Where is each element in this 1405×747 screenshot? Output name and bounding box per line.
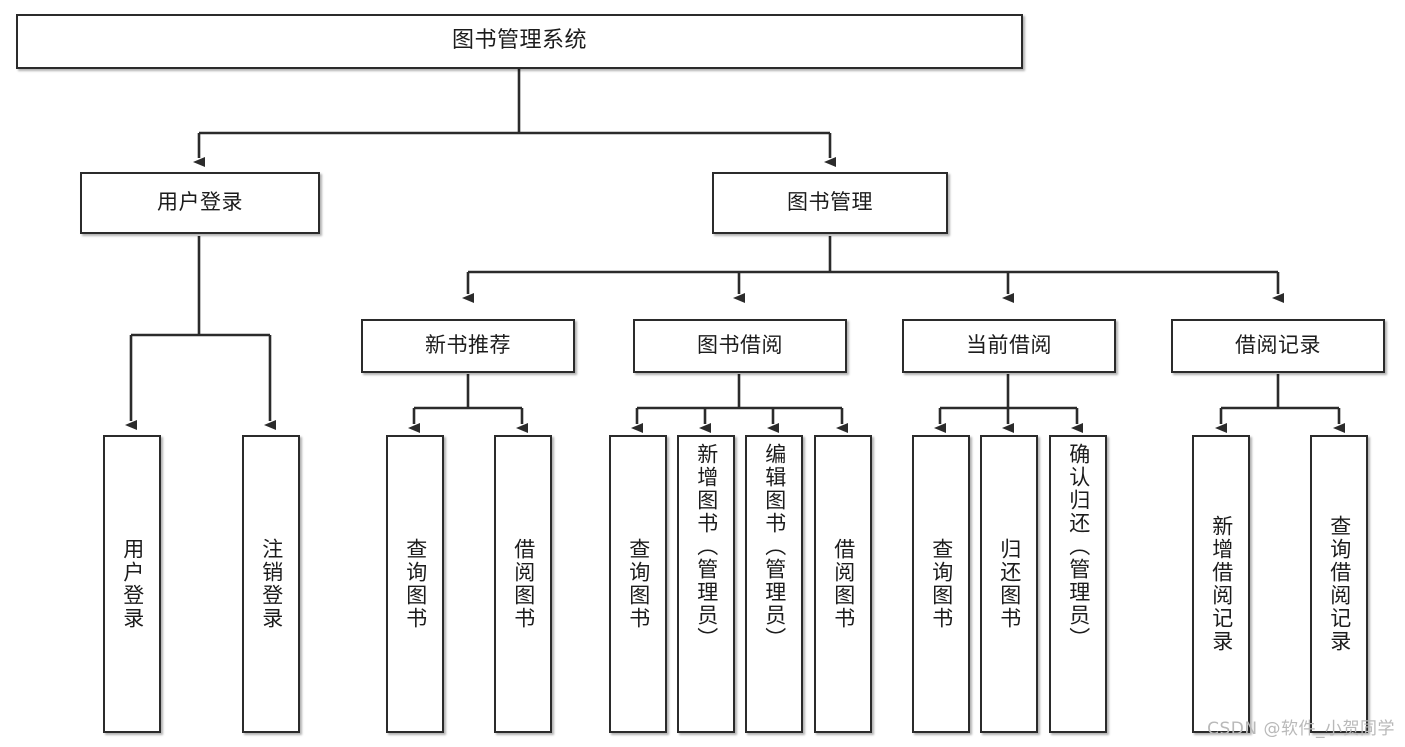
- node-label: 用户登录: [157, 190, 243, 215]
- node-label: 图书管理: [787, 190, 873, 215]
- node-borrow-record[interactable]: 借阅记录: [1171, 319, 1385, 373]
- node-book-borrow[interactable]: 图书借阅: [633, 319, 847, 373]
- node-leaf-add-book-admin[interactable]: 新增图书（管理员）: [677, 435, 735, 733]
- node-leaf-query-book-3[interactable]: 查询图书: [912, 435, 970, 733]
- node-leaf-user-login[interactable]: 用户登录: [103, 435, 161, 733]
- node-user-login[interactable]: 用户登录: [80, 172, 320, 234]
- node-leaf-confirm-return-admin[interactable]: 确认归还（管理员）: [1049, 435, 1107, 733]
- node-label: 图书借阅: [697, 333, 783, 358]
- node-leaf-add-borrow-record[interactable]: 新增借阅记录: [1192, 435, 1250, 733]
- node-label: 借阅图书: [831, 538, 856, 630]
- node-book-management[interactable]: 图书管理: [712, 172, 948, 234]
- node-label: 查询图书: [929, 538, 954, 630]
- node-new-book-recommend[interactable]: 新书推荐: [361, 319, 575, 373]
- node-leaf-logout-login[interactable]: 注销登录: [242, 435, 300, 733]
- node-label: 查询图书: [626, 538, 651, 630]
- node-label: 注销登录: [259, 538, 284, 630]
- node-leaf-borrow-book-2[interactable]: 借阅图书: [814, 435, 872, 733]
- node-leaf-edit-book-admin[interactable]: 编辑图书（管理员）: [745, 435, 803, 733]
- node-root-book-management-system[interactable]: 图书管理系统: [16, 14, 1023, 69]
- node-label: 确认归还（管理员）: [1066, 443, 1091, 650]
- node-label: 新增借阅记录: [1209, 515, 1234, 653]
- node-leaf-query-book-2[interactable]: 查询图书: [609, 435, 667, 733]
- node-label: 借阅记录: [1235, 333, 1321, 358]
- node-label: 查询图书: [403, 538, 428, 630]
- node-leaf-borrow-book-1[interactable]: 借阅图书: [494, 435, 552, 733]
- node-label: 当前借阅: [966, 333, 1052, 358]
- node-label: 新增图书（管理员）: [694, 443, 719, 650]
- node-label: 查询借阅记录: [1327, 515, 1352, 653]
- node-label: 图书管理系统: [451, 28, 587, 54]
- node-label: 编辑图书（管理员）: [762, 443, 787, 650]
- watermark-text: CSDN @软件_小贺同学: [1207, 719, 1395, 739]
- node-leaf-query-book-1[interactable]: 查询图书: [386, 435, 444, 733]
- node-label: 用户登录: [120, 538, 145, 630]
- node-label: 借阅图书: [511, 538, 536, 630]
- node-label: 新书推荐: [425, 333, 511, 358]
- node-current-borrow[interactable]: 当前借阅: [902, 319, 1116, 373]
- node-leaf-query-borrow-record[interactable]: 查询借阅记录: [1310, 435, 1368, 733]
- node-label: 归还图书: [997, 538, 1022, 630]
- node-leaf-return-book[interactable]: 归还图书: [980, 435, 1038, 733]
